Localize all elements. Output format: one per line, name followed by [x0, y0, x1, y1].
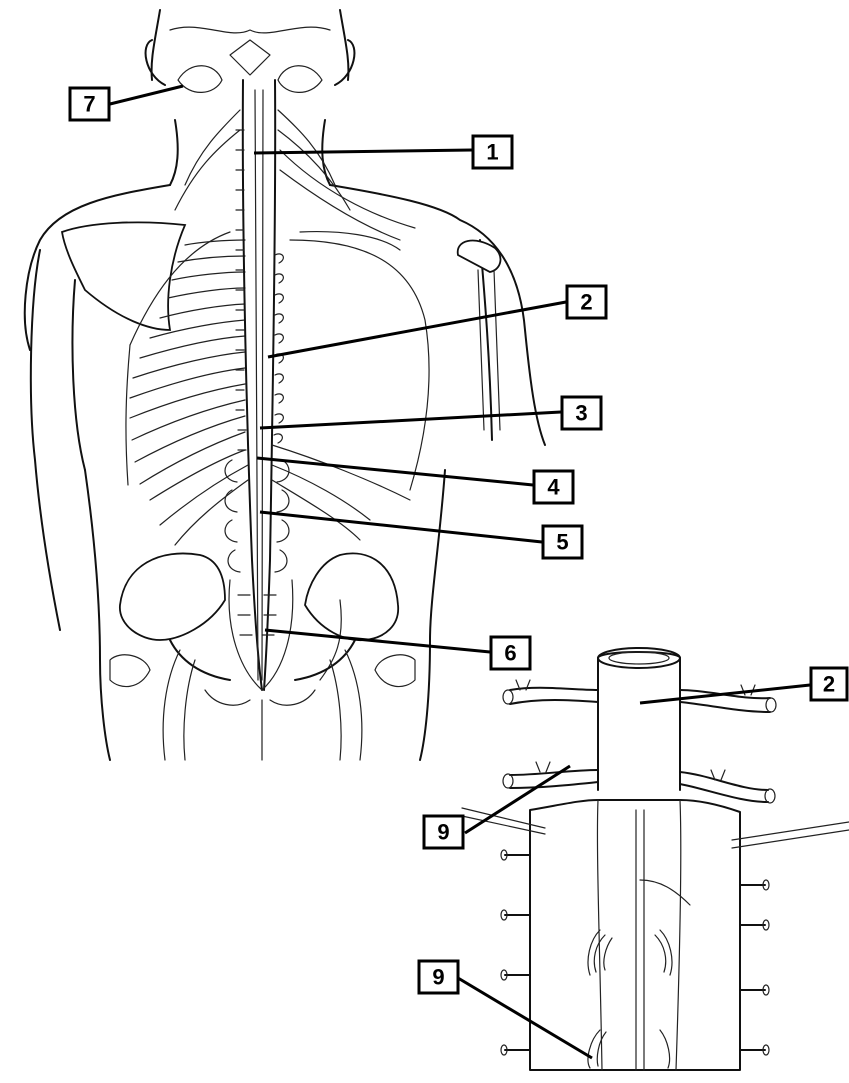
label-9-lower: 9: [419, 961, 458, 993]
svg-text:7: 7: [83, 92, 95, 117]
back-view-illustration: [25, 10, 545, 760]
svg-text:2: 2: [580, 290, 592, 315]
svg-text:9: 9: [432, 965, 444, 990]
label-4: 4: [534, 471, 573, 503]
svg-text:5: 5: [556, 530, 568, 555]
label-2: 2: [567, 286, 606, 318]
label-9-upper: 9: [424, 816, 463, 848]
svg-text:6: 6: [504, 641, 516, 666]
svg-text:3: 3: [575, 401, 587, 426]
label-5: 5: [543, 526, 582, 558]
label-1: 1: [473, 136, 512, 168]
spinal-cord-inset-illustration: [462, 648, 849, 1070]
svg-text:4: 4: [547, 475, 560, 500]
label-7: 7: [70, 88, 109, 120]
label-2-inset: 2: [811, 668, 847, 700]
svg-text:9: 9: [437, 820, 449, 845]
label-6: 6: [491, 637, 530, 669]
label-3: 3: [562, 397, 601, 429]
svg-text:1: 1: [486, 140, 498, 165]
svg-text:2: 2: [823, 672, 835, 697]
